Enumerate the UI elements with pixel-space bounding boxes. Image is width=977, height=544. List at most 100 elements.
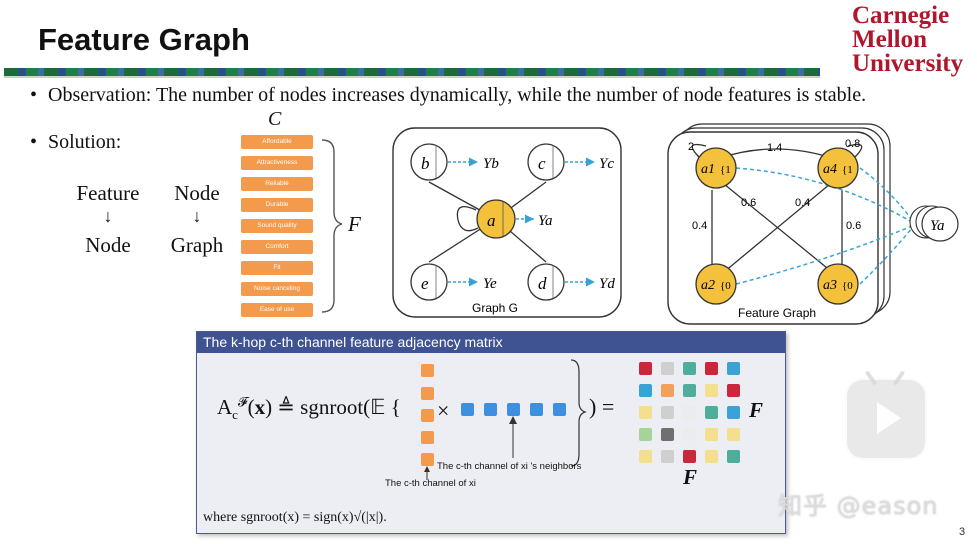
zhihu-watermark: 知乎 @eason bbox=[778, 492, 939, 520]
graph-g-node-a: a bbox=[476, 199, 516, 239]
grid-cell bbox=[661, 406, 674, 419]
flow-arrow-down-icon: ↓ bbox=[192, 206, 202, 226]
row-cell bbox=[530, 403, 543, 416]
column-cell bbox=[421, 387, 434, 400]
graph-g-node-c: c bbox=[527, 143, 565, 181]
svg-text:a4: a4 bbox=[823, 162, 837, 177]
feature-tag: Ease of use bbox=[241, 303, 313, 317]
title-underline-band bbox=[4, 68, 820, 76]
edge-label: 0.6 bbox=[846, 220, 861, 232]
play-icon bbox=[877, 402, 901, 434]
video-play-button[interactable] bbox=[845, 370, 927, 460]
bullet-dot: • bbox=[30, 131, 38, 153]
grid-cell bbox=[639, 450, 652, 463]
grid-cell bbox=[727, 450, 740, 463]
feature-tag: Comfort bbox=[241, 240, 313, 254]
svg-text:a3: a3 bbox=[823, 278, 837, 293]
edge-label: 0.4 bbox=[692, 220, 707, 232]
svg-text:c: c bbox=[538, 154, 546, 173]
grid-cell bbox=[683, 428, 696, 441]
grid-cell bbox=[639, 362, 652, 375]
grid-cell bbox=[639, 428, 652, 441]
svg-text:a2: a2 bbox=[701, 278, 715, 293]
grid-cell bbox=[683, 384, 696, 397]
edge-label: 0.6 bbox=[741, 197, 756, 209]
column-cell bbox=[421, 431, 434, 444]
matrix-definition-box: The k-hop c-th channel feature adjacency… bbox=[196, 331, 786, 534]
grid-cell bbox=[705, 406, 718, 419]
graph-g-target-ye: Ye bbox=[483, 276, 497, 292]
column-cell bbox=[421, 364, 434, 377]
solution-text: Solution: bbox=[48, 131, 122, 153]
grid-cell bbox=[727, 406, 740, 419]
flow-arrow-down-icon: ↓ bbox=[103, 206, 113, 226]
edge-label: 0.4 bbox=[795, 197, 810, 209]
feature-tag-list: Affordable Attractiveness Reliable Durab… bbox=[241, 135, 313, 324]
feature-graph-node-a2: a2 {0 bbox=[695, 263, 737, 305]
matrix-formula: Ac𝓕(x) ≜ sgnroot(𝔼 { bbox=[217, 394, 401, 423]
title-underline-line bbox=[4, 76, 820, 78]
column-cell bbox=[421, 453, 434, 466]
page-number: 3 bbox=[959, 526, 966, 538]
feature-graph-dash-a2 bbox=[735, 225, 913, 285]
grid-cell bbox=[661, 450, 674, 463]
svg-text:a: a bbox=[487, 211, 496, 230]
feature-tag: Durable bbox=[241, 198, 313, 212]
caption-cth: The c-th channel of xi bbox=[385, 478, 476, 489]
grid-cell bbox=[683, 406, 696, 419]
graph-g-node-b: b bbox=[410, 143, 448, 181]
matrix-header: The k-hop c-th channel feature adjacency… bbox=[197, 332, 785, 353]
row-cell bbox=[507, 403, 520, 416]
flow-node-label: Node bbox=[85, 233, 131, 257]
svg-text:d: d bbox=[538, 274, 547, 293]
flow-node-label-2: Node bbox=[174, 181, 220, 205]
grid-cell bbox=[705, 384, 718, 397]
feature-tag: Fit bbox=[241, 261, 313, 275]
feature-tag: Affordable bbox=[241, 135, 313, 149]
feature-tag: Reliable bbox=[241, 177, 313, 191]
logo-line-3: University bbox=[852, 50, 964, 77]
grid-cell bbox=[705, 450, 718, 463]
feature-graph-node-a1: a1 {1 bbox=[695, 147, 737, 189]
graph-g-node-d: d bbox=[527, 263, 565, 301]
grid-cell bbox=[683, 450, 696, 463]
feature-graph-dash-a4 bbox=[859, 167, 913, 221]
features-brace bbox=[321, 139, 343, 313]
right-brace bbox=[570, 359, 587, 467]
row-cell bbox=[553, 403, 566, 416]
grid-cell bbox=[661, 428, 674, 441]
formula-closing: ) = bbox=[589, 394, 615, 419]
sgnroot-definition: where sgnroot(x) = sign(x)√(|x|). bbox=[203, 510, 387, 525]
feature-graph-node-a3: a3 {0 bbox=[817, 263, 859, 305]
feature-tag: Sound quality bbox=[241, 219, 313, 233]
svg-text:{1: {1 bbox=[842, 164, 853, 176]
svg-text:{0: {0 bbox=[842, 280, 853, 292]
feature-tag: Noise canceling bbox=[241, 282, 313, 296]
graph-g-target-yb: Yb bbox=[483, 156, 499, 172]
grid-cell bbox=[661, 384, 674, 397]
observation-text: Observation: The number of nodes increas… bbox=[48, 84, 867, 106]
flow-feature-label: Feature bbox=[76, 181, 140, 205]
cmu-logo: Carnegie Mellon University bbox=[852, 2, 964, 77]
ya-node-front bbox=[921, 206, 959, 242]
svg-text:e: e bbox=[421, 274, 429, 293]
feature-graph-node-a4: a4 {1 bbox=[817, 147, 859, 189]
svg-text:{1: {1 bbox=[720, 164, 731, 176]
feature-graph-caption: Feature Graph bbox=[738, 306, 816, 320]
matrix-label-f: F bbox=[749, 398, 764, 422]
caption-neighbors: The c-th channel of xi 's neighbors bbox=[437, 461, 582, 472]
ya-node-label: Ya bbox=[930, 218, 944, 234]
svg-text:{0: {0 bbox=[720, 280, 731, 292]
logo-line-1: Carnegie bbox=[852, 2, 950, 29]
svg-text:a1: a1 bbox=[701, 162, 715, 177]
grid-cell bbox=[705, 428, 718, 441]
bullet-solution: • Solution: bbox=[30, 131, 121, 154]
slide-title: Feature Graph bbox=[38, 22, 250, 57]
column-cell bbox=[421, 409, 434, 422]
flow-graph-label: Graph bbox=[170, 233, 224, 257]
graph-g-target-yd: Yd bbox=[599, 276, 615, 292]
feature-tag: Attractiveness bbox=[241, 156, 313, 170]
multiply-sign: × bbox=[437, 398, 450, 423]
grid-cell bbox=[639, 384, 652, 397]
grid-cell bbox=[705, 362, 718, 375]
